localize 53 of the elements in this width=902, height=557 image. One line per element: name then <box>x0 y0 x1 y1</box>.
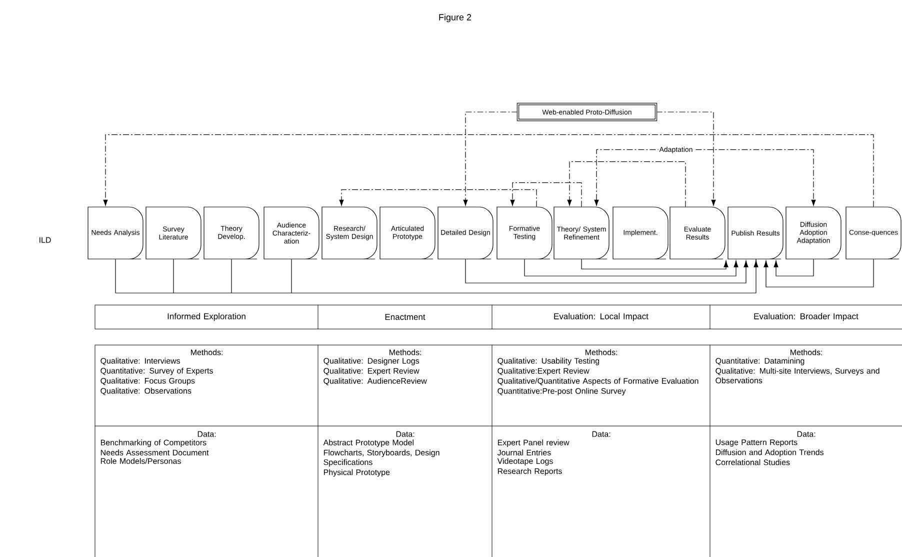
cell-heading: Methods: <box>790 349 822 356</box>
cell-text: Videotape Logs <box>497 458 553 466</box>
cell-text: Usage Pattern Reports <box>716 439 798 447</box>
cell-text: Qualitative: Multi-site Interviews, Surveys and Observations <box>716 368 880 384</box>
cell-text: Role Models/Personas <box>100 458 181 464</box>
cell-heading: Methods: <box>586 349 618 356</box>
arrow <box>581 259 728 270</box>
cell-text: Qualitative: Designer Logs <box>324 358 420 366</box>
cell-text: Quantitative: Datamining <box>716 358 804 366</box>
cell-text: Qualitative: Observations <box>100 388 192 396</box>
cell-text: Needs Assessment Document <box>100 450 209 456</box>
column-header: Evaluation: Local Impact <box>554 313 648 321</box>
cell-heading: Data: <box>396 431 414 437</box>
cell-text: Abstract Prototype Model <box>323 439 414 447</box>
arrow <box>774 259 814 276</box>
cell-text: Qualitative: Expert Review <box>324 368 420 376</box>
row-label: ILD <box>40 237 51 243</box>
arrow <box>465 259 748 284</box>
cell-text: Qualitative/Quantitative Aspects of Formative Evaluation <box>498 378 698 386</box>
arrow <box>594 149 816 206</box>
cell-text: Research Reports <box>498 468 562 476</box>
cell-text: Flowcharts, Storyboards, Design Specifications <box>324 450 440 467</box>
arrow <box>103 134 874 207</box>
column-header: Enactment <box>385 314 426 320</box>
cell-text: Qualitative:Expert Review <box>498 368 590 376</box>
cell-text: Diffusion and Adoption Trends <box>716 449 824 457</box>
column-header: Evaluation: Broader Impact <box>754 313 858 321</box>
arrow <box>463 112 518 206</box>
cell-heading: Data: <box>797 431 816 437</box>
cell-text: Benchmarking of Competitors <box>100 439 206 447</box>
arrow <box>567 161 686 207</box>
arrow <box>524 259 738 276</box>
cell-text: Physical Prototype <box>324 469 390 477</box>
cell-heading: Data: <box>198 431 216 437</box>
arrow <box>510 182 582 207</box>
arrow <box>115 259 758 294</box>
cell-text: Qualitative: Focus Groups <box>100 378 195 386</box>
cell-text: Qualitative: Interviews <box>100 358 180 366</box>
cell-text: Quantitative: Survey of Experts <box>100 368 213 376</box>
cell-heading: Data: <box>592 431 610 437</box>
cell-text: Quantitative:Pre-post Online Survey <box>498 388 626 396</box>
cell-text: Journal Entries <box>497 450 551 456</box>
arrow <box>764 259 874 288</box>
arrow <box>339 189 537 207</box>
cell-text: Qualitative: Usability Testing <box>498 358 600 366</box>
cell-text: Expert Panel review <box>498 439 570 447</box>
cell-heading: Methods: <box>191 349 223 356</box>
cell-heading: Methods: <box>390 349 422 356</box>
column-header: Informed Exploration <box>168 313 246 321</box>
arrow <box>656 112 716 206</box>
figure-title: Figure 2 <box>439 14 472 22</box>
cell-text: Qualitative: AudienceReview <box>324 378 427 386</box>
cell-text: Correlational Studies <box>716 459 790 466</box>
